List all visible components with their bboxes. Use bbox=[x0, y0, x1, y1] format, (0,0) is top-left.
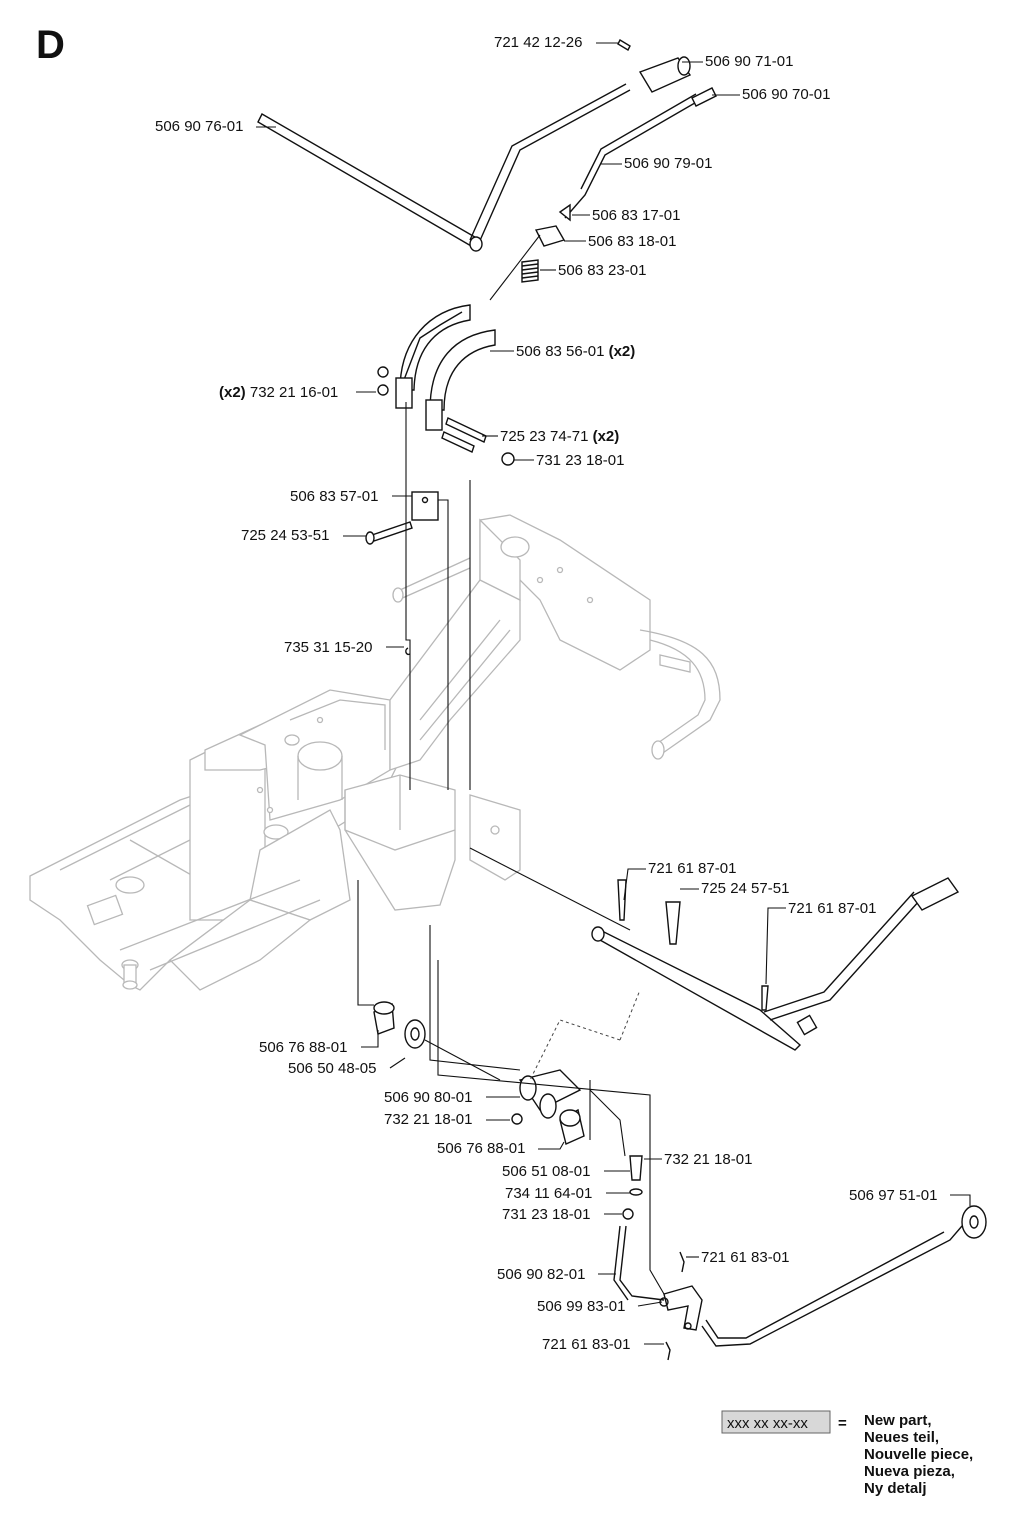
part-label: 721 42 12-26 bbox=[494, 34, 582, 51]
part-label: 721 61 87-01 bbox=[648, 860, 736, 877]
part-label: 506 83 57-01 bbox=[290, 488, 378, 505]
part-label: 506 90 70-01 bbox=[742, 86, 830, 103]
part-label: 506 83 23-01 bbox=[558, 262, 646, 279]
part-label: 732 21 18-01 bbox=[664, 1151, 752, 1168]
part-label: 725 23 74-71 (x2) bbox=[500, 428, 619, 445]
part-label: 725 24 57-51 bbox=[701, 880, 789, 897]
part-label: 721 61 83-01 bbox=[701, 1249, 789, 1266]
legend-line: Nouvelle piece, bbox=[864, 1446, 973, 1463]
part-label: 506 90 71-01 bbox=[705, 53, 793, 70]
part-label: 721 61 83-01 bbox=[542, 1336, 630, 1353]
part-label: 506 83 18-01 bbox=[588, 233, 676, 250]
part-label: 506 99 83-01 bbox=[537, 1298, 625, 1315]
part-label: 725 24 53-51 bbox=[241, 527, 329, 544]
legend-line: Nueva pieza, bbox=[864, 1463, 955, 1480]
assembly-lines bbox=[357, 234, 665, 1295]
part-label: 506 83 17-01 bbox=[592, 207, 680, 224]
legend-line: New part, bbox=[864, 1412, 932, 1429]
legend-equals: = bbox=[838, 1415, 847, 1432]
part-label: (x2) 732 21 16-01 bbox=[219, 384, 338, 401]
parts-drawing bbox=[257, 39, 987, 1361]
legend-swatch bbox=[721, 1410, 831, 1434]
part-label: 506 50 48-05 bbox=[288, 1060, 376, 1077]
section-letter: D bbox=[36, 23, 65, 67]
part-label: 735 31 15-20 bbox=[284, 639, 372, 656]
part-label: 506 90 79-01 bbox=[624, 155, 712, 172]
part-label: 731 23 18-01 bbox=[536, 452, 624, 469]
part-label: 506 76 88-01 bbox=[437, 1140, 525, 1157]
part-label: 506 76 88-01 bbox=[259, 1039, 347, 1056]
part-label: 731 23 18-01 bbox=[502, 1206, 590, 1223]
part-label: 506 90 76-01 bbox=[155, 118, 243, 135]
part-label: 721 61 87-01 bbox=[788, 900, 876, 917]
part-label: 506 83 56-01 (x2) bbox=[516, 343, 635, 360]
legend-swatch-text: xxx xx xx-xx bbox=[727, 1415, 808, 1432]
part-label: 506 51 08-01 bbox=[502, 1163, 590, 1180]
part-label: 732 21 18-01 bbox=[384, 1111, 472, 1128]
part-label: 506 90 80-01 bbox=[384, 1089, 472, 1106]
legend-line: Ny detalj bbox=[864, 1480, 927, 1497]
part-label: 734 11 64-01 bbox=[505, 1185, 592, 1202]
chassis-frame-drawing bbox=[29, 514, 721, 991]
legend: xxx xx xx-xx = New part, Neues teil, Nou… bbox=[721, 1410, 973, 1497]
part-labels: 721 42 12-26 506 90 71-01 506 90 70-01 5… bbox=[155, 34, 971, 1353]
part-label: 506 97 51-01 bbox=[849, 1187, 937, 1204]
legend-line: Neues teil, bbox=[864, 1429, 939, 1446]
part-label: 506 90 82-01 bbox=[497, 1266, 585, 1283]
